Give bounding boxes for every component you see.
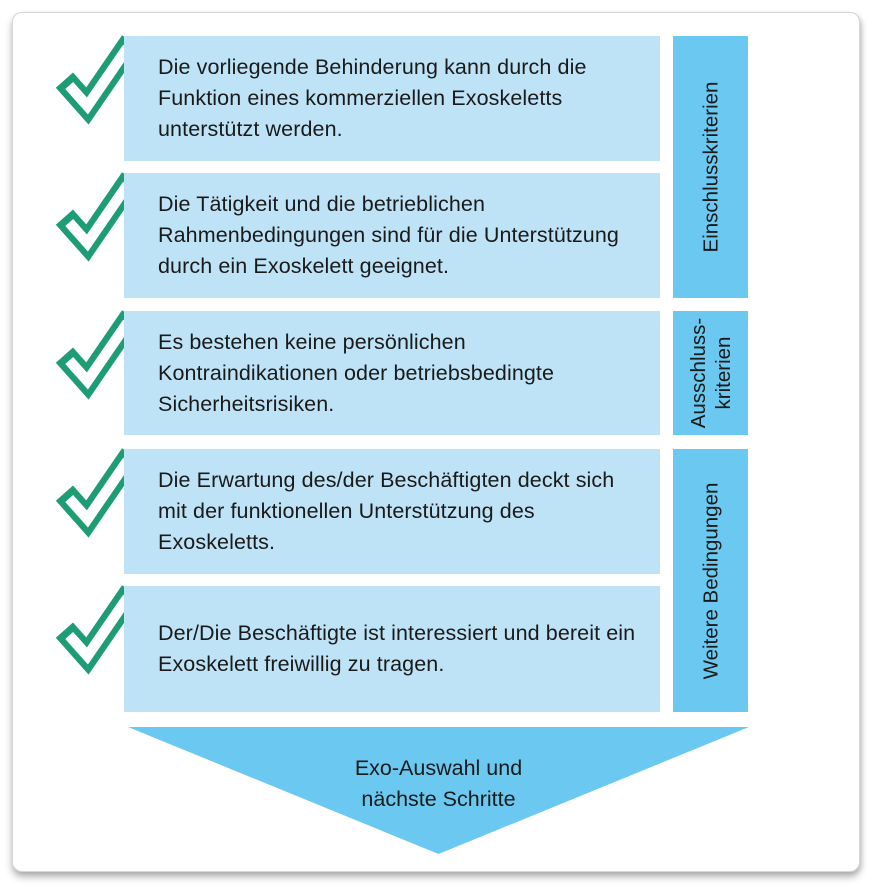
criterion-text: Die vorliegende Behinderung kann durch d…: [158, 55, 587, 141]
criterion-box: Die vorliegende Behinderung kann durch d…: [124, 36, 660, 161]
down-arrow: [128, 727, 749, 854]
criterion-box: Der/Die Beschäftigte ist interessiert un…: [124, 586, 660, 712]
checkmark-icon: [55, 585, 141, 675]
criterion-box: Es bestehen keine persönlichen Kontraind…: [124, 311, 660, 435]
side-label-exclusion-criteria: Ausschluss- kriterien: [673, 311, 748, 435]
side-label-further-conditions: Weitere Bedingungen: [673, 449, 748, 712]
checkmark-icon: [55, 172, 141, 262]
side-label-text: Einschlusskriterien: [699, 81, 722, 253]
criterion-box: Die Tätigkeit und die betrieblichen Rahm…: [124, 173, 660, 298]
criterion-text: Die Erwartung des/der Beschäftigten deck…: [158, 468, 615, 554]
side-label-text: Weitere Bedingungen: [699, 482, 722, 679]
checkmark-icon: [55, 35, 141, 125]
side-label-inclusion-criteria: Einschlusskriterien: [673, 36, 748, 298]
checkmark-icon: [55, 310, 141, 400]
criterion-text: Die Tätigkeit und die betrieblichen Rahm…: [158, 192, 619, 278]
criterion-text: Es bestehen keine persönlichen Kontraind…: [158, 329, 555, 416]
side-label-text: Ausschluss- kriterien: [686, 317, 735, 429]
checkmark-icon: [55, 448, 141, 538]
arrow-label: Exo-Auswahl und nächste Schritte: [354, 756, 523, 811]
criterion-text: Der/Die Beschäftigte ist interessiert un…: [158, 621, 636, 676]
diagram-card: Die vorliegende Behinderung kann durch d…: [12, 12, 860, 872]
criterion-box: Die Erwartung des/der Beschäftigten deck…: [124, 449, 660, 574]
